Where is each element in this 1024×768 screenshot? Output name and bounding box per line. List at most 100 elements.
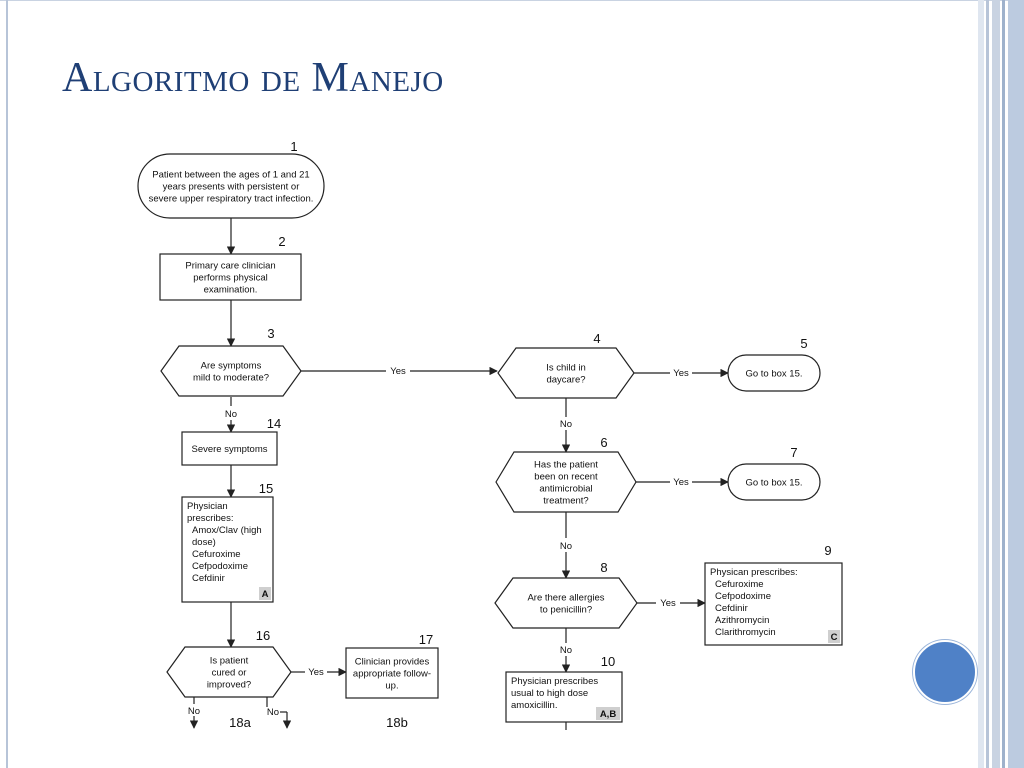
node-text-line: cured or [212,668,247,679]
node-text-line: Are symptoms [201,361,262,372]
no-label: No [560,541,572,552]
node-text-line: up. [385,681,398,692]
yes-label: Yes [390,366,406,377]
decision-hexagon [494,577,638,629]
yes-label: Yes [673,368,689,379]
node-text-line: examination. [204,285,258,296]
no-label: No [267,707,279,718]
node-text-line: Cefuroxime [192,549,241,560]
evidence-tag: A [262,589,269,600]
node-text-line: severe upper respiratory tract infection… [149,194,314,205]
node-text-line: treatment? [543,496,588,507]
no-label: No [560,419,572,430]
node-text-line: appropriate follow- [353,669,431,680]
right-border-bars [978,0,1024,768]
yes-label: Yes [660,598,676,609]
edge-labels: Yes Yes Yes Yes Yes No No No No No No 18… [188,366,689,730]
node-text-line: Cefuroxime [715,579,764,590]
node-number: 9 [824,543,831,558]
node-text-line: Go to box 15. [745,478,802,489]
node-number: 2 [278,234,285,249]
node-text-line: Amox/Clav (high [192,525,262,536]
evidence-tag: C [831,632,838,643]
process-box [345,647,439,699]
node-text-line: Cefdinir [715,603,748,614]
node-number: 14 [267,416,281,431]
node-number: 6 [600,435,607,450]
node-text-line: antimicrobial [539,484,592,495]
node-number: 16 [256,628,270,643]
node-text-line: Are there allergies [527,593,604,604]
flow-node-7: 7 Go to box 15. [727,445,821,501]
connectors [189,218,729,730]
decision-hexagon [166,646,292,698]
terminal-box [727,463,821,501]
left-border-rule [6,0,8,768]
node-text-line: mild to moderate? [193,373,269,384]
process-box [704,562,843,646]
node-number: 4 [593,331,600,346]
top-rule [0,0,1024,1]
decision-hexagon [495,451,637,513]
slide-title: Algoritmo de Manejo [62,55,444,101]
evidence-tag-bg [828,630,840,643]
decorative-circle [913,640,977,704]
node-number: 7 [790,445,797,460]
node-text-line: performs physical [193,273,267,284]
node-text-line: Cefdinir [192,573,225,584]
evidence-tag: A,B [600,709,617,720]
node-text-line: Clinician provides [355,657,430,668]
node-text-line: Go to box 15. [745,369,802,380]
decision-hexagon [497,347,635,399]
node-text-line: Clarithromycin [715,627,776,638]
yes-label: Yes [673,477,689,488]
node-text-line: Azithromycin [715,615,769,626]
no-label: No [225,409,237,420]
evidence-tag-bg [259,587,271,600]
yes-label: Yes [308,667,324,678]
off-page-label: 18a [229,715,251,730]
node-text-line: Cefpodoxime [715,591,771,602]
node-number: 1 [290,139,297,154]
node-text-line: years presents with persistent or [163,182,300,193]
node-text-line: Primary care clinician [185,261,275,272]
node-text-line: amoxicillin. [511,700,557,711]
decision-hexagon [160,345,302,397]
node-number: 3 [267,326,274,341]
node-text-line: Physican prescribes: [710,567,798,578]
evidence-tag-bg [596,707,620,720]
flow-node-5: 5 Go to box 15. [727,336,821,392]
no-label: No [560,645,572,656]
node-number: 5 [800,336,807,351]
no-label: No [188,706,200,717]
node-number: 17 [419,632,433,647]
node-text-line: to penicillin? [540,605,592,616]
node-text-line: Patient between the ages of 1 and 21 [152,170,309,181]
node-text-line: improved? [207,680,251,691]
off-page-label: 18b [386,715,408,730]
terminal-box [727,354,821,392]
process-box [159,253,302,301]
node-text-line: prescribes: [187,513,233,524]
node-text-line: daycare? [546,375,585,386]
node-text-line: Physician [187,501,228,512]
node-text-line: Cefpodoxime [192,561,248,572]
process-box [181,431,278,466]
terminal-box [137,153,325,219]
node-text-line: been on recent [534,472,598,483]
node-text-line: Physician prescribes [511,676,598,687]
